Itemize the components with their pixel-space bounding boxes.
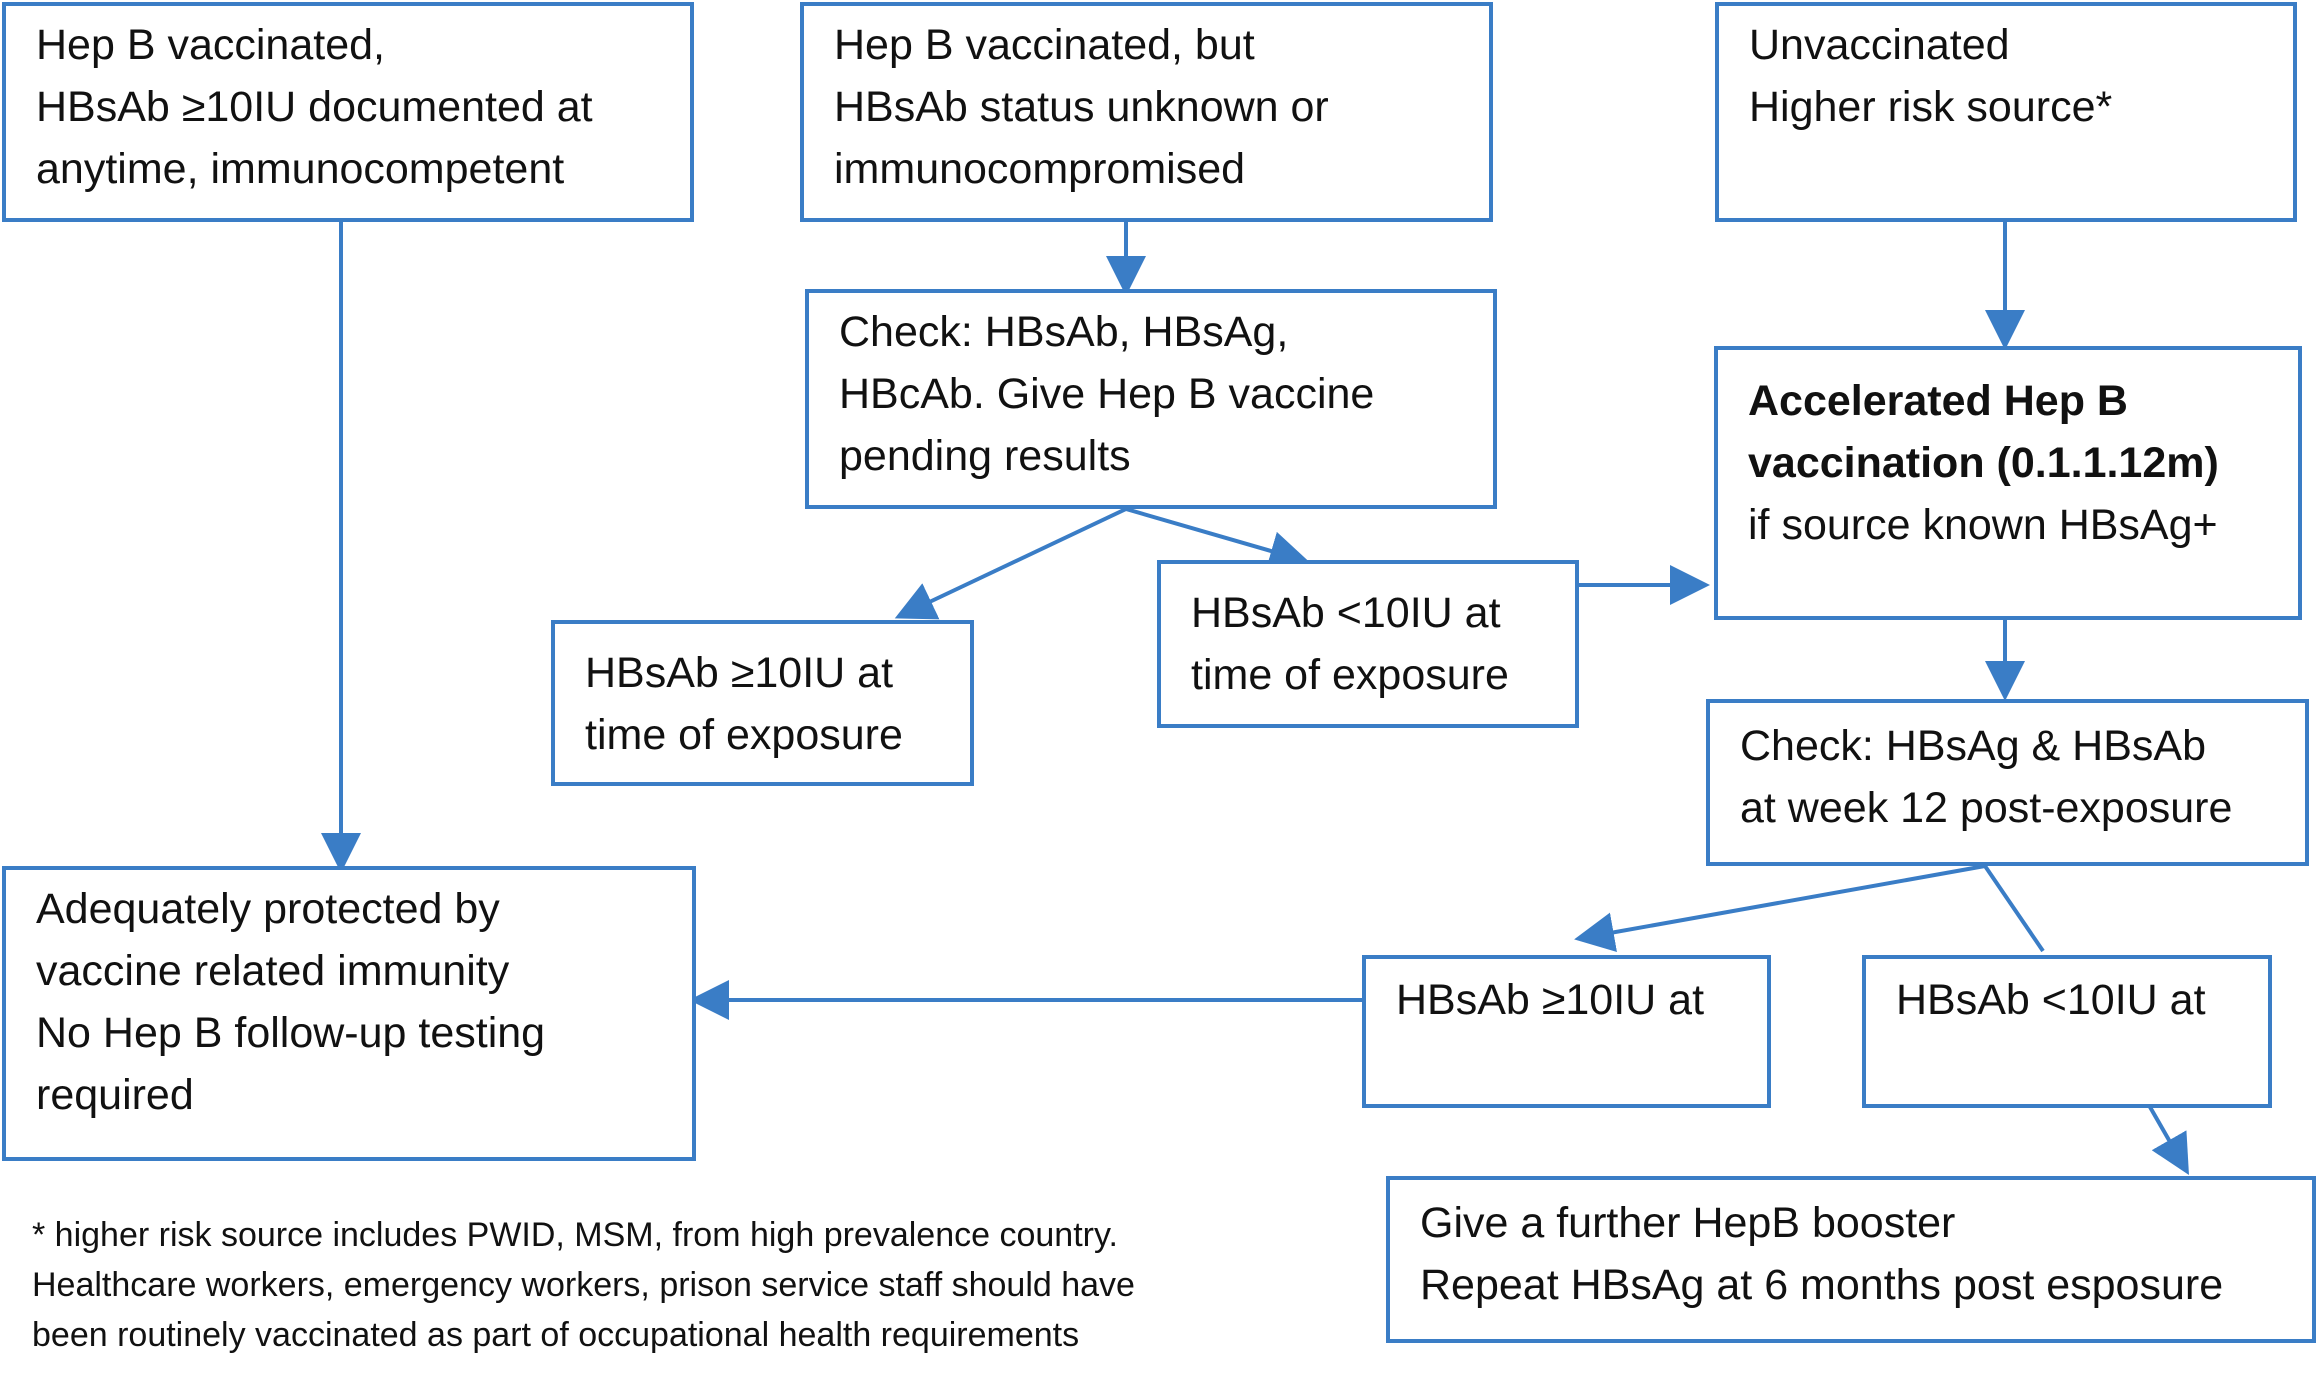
edge-low-week12-to-booster (2148, 1106, 2189, 1175)
node-line: HBsAb ≥10IU documented at (36, 83, 593, 131)
node-line: HBsAb ≥10IU at (585, 649, 894, 697)
node-hbsab-high-week12: HBsAb ≥10IU at (1362, 955, 1771, 1108)
footnote: * higher risk source includes PWID, MSM,… (32, 1210, 1135, 1360)
node-line: Repeat HBsAg at 6 months post esposure (1420, 1261, 2224, 1309)
node-line: time of exposure (585, 711, 903, 759)
node-line: pending results (839, 432, 1131, 480)
edge-week12-to-high (1574, 864, 1986, 953)
node-hbsab-low-exposure: HBsAb <10IU at time of exposure (1157, 560, 1579, 728)
node-line: required (36, 1071, 194, 1119)
footnote-line: been routinely vaccinated as part of occ… (32, 1316, 1080, 1354)
node-adequately-protected: Adequately protected by vaccine related … (2, 866, 696, 1161)
node-hbsab-high-exposure: HBsAb ≥10IU at time of exposure (551, 620, 974, 786)
node-line: Hep B vaccinated, (36, 21, 385, 69)
node-line: time of exposure (1191, 651, 1509, 699)
node-line: Check: HBsAg & HBsAb (1740, 722, 2207, 770)
edge-week12-to-low (1983, 864, 2045, 953)
node-line: if source known HBsAg+ (1748, 501, 2218, 549)
footnote-line: Healthcare workers, emergency workers, p… (32, 1266, 1135, 1304)
node-line: anytime, immunocompetent (36, 145, 565, 193)
node-line: vaccine related immunity (36, 947, 510, 995)
node-line: immunocompromised (834, 145, 1246, 193)
node-line: at week 12 post-exposure (1740, 784, 2233, 832)
node-line: No Hep B follow-up testing (36, 1009, 546, 1057)
node-line: HBcAb. Give Hep B vaccine (839, 370, 1375, 418)
node-line-bold: Accelerated Hep B (1748, 377, 2128, 425)
node-line: Give a further HepB booster (1420, 1199, 1956, 1247)
footnote-line: * higher risk source includes PWID, MSM,… (32, 1216, 1118, 1254)
edge-check-to-low-exposure (1125, 507, 1310, 571)
node-line: HBsAb ≥10IU at (1396, 976, 1705, 1024)
node-check-initial: Check: HBsAb, HBsAg, HBcAb. Give Hep B v… (805, 289, 1497, 509)
node-accelerated: Accelerated Hep B vaccination (0.1.1.12m… (1714, 346, 2302, 620)
node-unvaccinated: Unvaccinated Higher risk source* (1715, 2, 2297, 222)
node-line-bold: vaccination (0.1.1.12m) (1748, 439, 2219, 487)
node-line: Hep B vaccinated, but (834, 21, 1255, 69)
node-line: HBsAb <10IU at (1191, 589, 1501, 637)
node-line: Adequately protected by (36, 885, 500, 933)
edge-check-to-high-exposure (894, 507, 1127, 620)
node-booster: Give a further HepB booster Repeat HBsAg… (1386, 1176, 2316, 1343)
node-line: Higher risk source* (1749, 83, 2113, 131)
node-line: HBsAb <10IU at (1896, 976, 2206, 1024)
node-vaccinated-unknown: Hep B vaccinated, but HBsAb status unkno… (800, 2, 1493, 222)
node-hbsab-low-week12: HBsAb <10IU at (1862, 955, 2272, 1108)
node-line: Check: HBsAb, HBsAg, (839, 308, 1289, 356)
node-line: Unvaccinated (1749, 21, 2010, 69)
node-vaccinated-documented: Hep B vaccinated, HBsAb ≥10IU documented… (2, 2, 694, 222)
node-line: HBsAb status unknown or (834, 83, 1329, 131)
node-check-week12: Check: HBsAg & HBsAb at week 12 post-exp… (1706, 699, 2309, 866)
